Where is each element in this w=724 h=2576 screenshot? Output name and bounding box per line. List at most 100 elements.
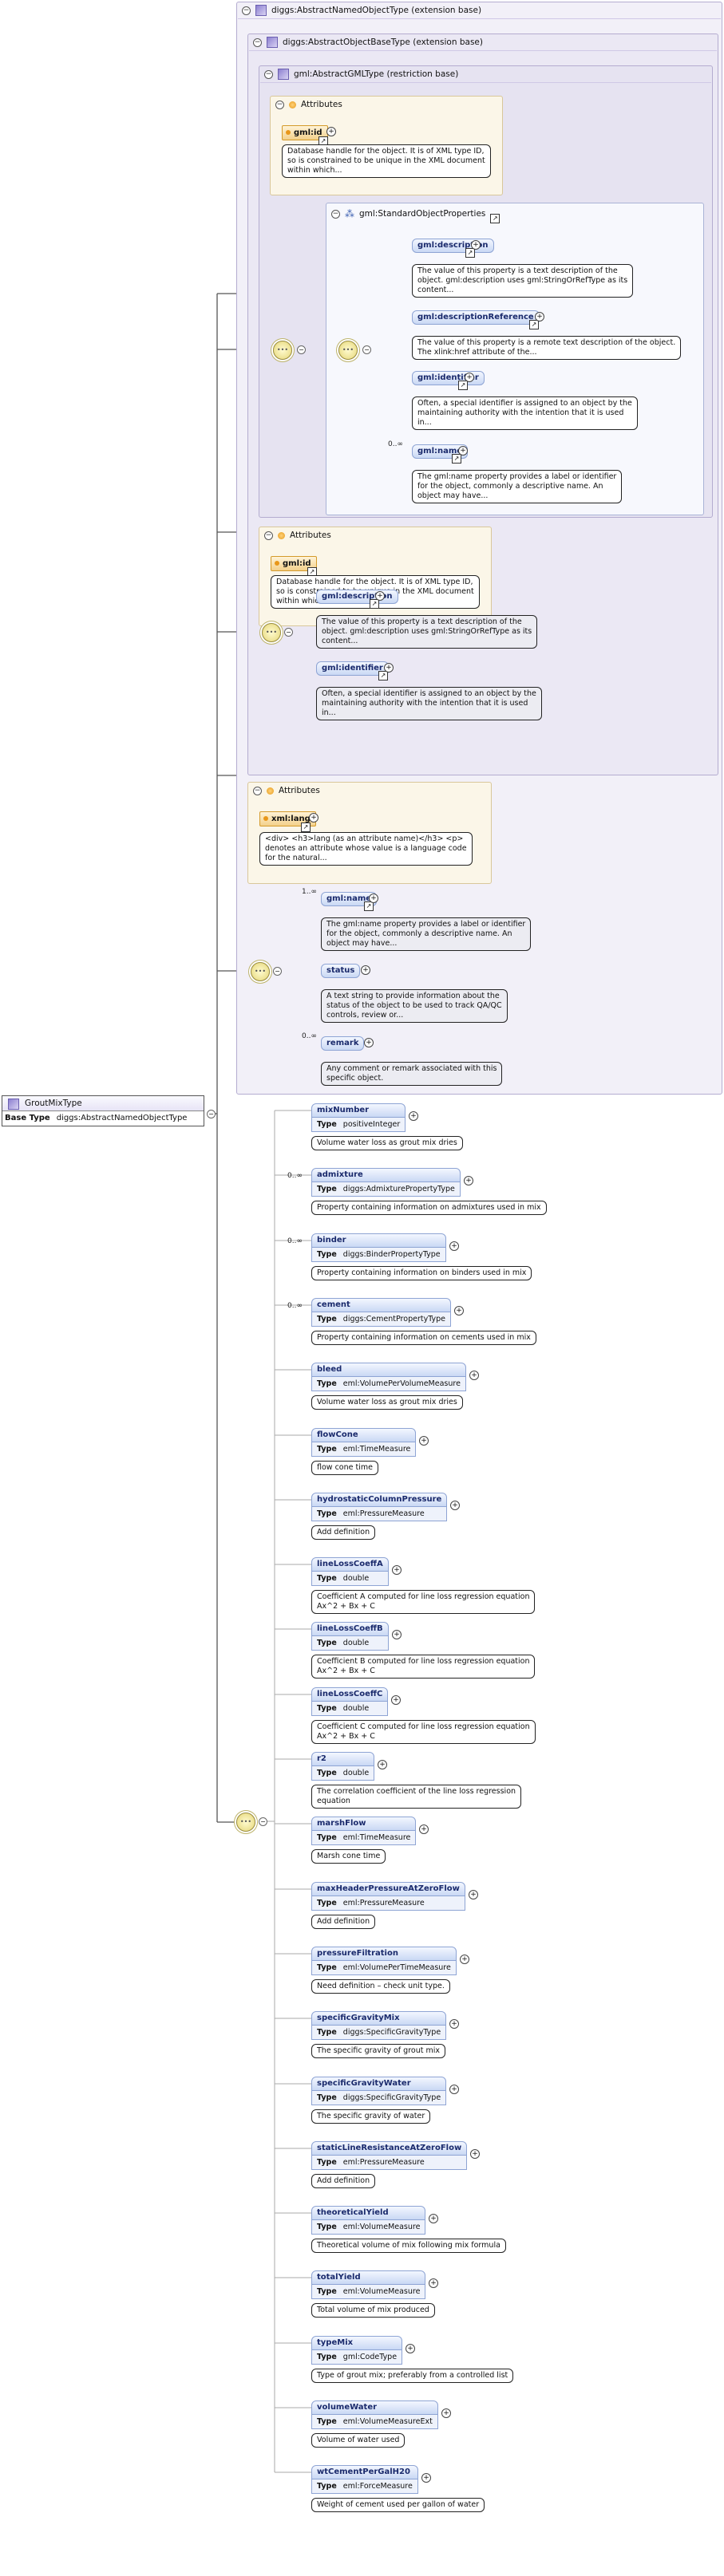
element-specificGravityMix[interactable]: specificGravityMix — [311, 2011, 446, 2026]
expand-icon[interactable]: + — [391, 1695, 401, 1705]
expand-icon[interactable]: + — [419, 1436, 429, 1446]
expand-icon[interactable]: + — [326, 127, 336, 136]
sequence-compositor[interactable]: ••• — [251, 962, 270, 981]
link-icon[interactable]: ↗ — [452, 454, 461, 464]
collapse-icon[interactable]: − — [259, 1817, 267, 1826]
collapse-icon[interactable]: − — [273, 967, 282, 976]
element-lineLossCoeffC[interactable]: lineLossCoeffC — [311, 1687, 388, 1702]
element-r2[interactable]: r2 — [311, 1752, 374, 1766]
sequence-compositor[interactable]: ••• — [262, 623, 281, 642]
link-icon[interactable]: ↗ — [529, 320, 539, 329]
element-flowCone[interactable]: flowCone — [311, 1428, 416, 1442]
link-icon[interactable]: ↗ — [301, 823, 311, 832]
expand-icon[interactable]: + — [470, 2149, 480, 2159]
link-icon[interactable]: ↗ — [307, 567, 317, 577]
element-admixture[interactable]: admixture — [311, 1168, 461, 1182]
expand-icon[interactable]: + — [458, 446, 468, 456]
collapse-icon[interactable]: − — [253, 786, 262, 795]
collapse-icon[interactable]: − — [207, 1110, 216, 1118]
collapse-icon[interactable]: − — [264, 531, 273, 540]
expand-icon[interactable]: + — [441, 2408, 451, 2418]
element-pressureFiltration[interactable]: pressureFiltration — [311, 1947, 457, 1961]
element-gml-name[interactable]: gml:name — [321, 892, 378, 906]
element-mixNumber[interactable]: mixNumber — [311, 1103, 406, 1118]
expand-icon[interactable]: + — [378, 1760, 387, 1769]
sequence-compositor[interactable]: ••• — [338, 341, 358, 360]
expand-icon[interactable]: + — [375, 591, 385, 601]
element-specificGravityWater[interactable]: specificGravityWater — [311, 2077, 446, 2091]
link-icon[interactable]: ↗ — [378, 671, 388, 680]
expand-icon[interactable]: + — [392, 1565, 402, 1575]
expand-icon[interactable]: + — [384, 663, 394, 673]
element-gml-description-reference[interactable]: gml:descriptionReference — [412, 310, 540, 325]
element-staticLineResistanceAtZeroFlow[interactable]: staticLineResistanceAtZeroFlow — [311, 2141, 467, 2156]
expand-icon[interactable]: + — [429, 2214, 438, 2223]
element-cement[interactable]: cement — [311, 1298, 451, 1312]
expand-icon[interactable]: + — [471, 240, 481, 250]
expand-icon[interactable]: + — [449, 1241, 459, 1251]
type-value: double — [342, 1574, 370, 1583]
expand-icon[interactable]: + — [535, 312, 544, 322]
element-gml-identifier[interactable]: gml:identifier — [316, 661, 389, 676]
element-gml-description[interactable]: gml:description — [412, 239, 494, 253]
expand-icon[interactable]: + — [421, 2473, 431, 2483]
element-description: The specific gravity of water — [311, 2109, 431, 2124]
expand-icon[interactable]: + — [464, 1176, 473, 1185]
element-gml-description[interactable]: gml:description — [316, 590, 398, 604]
expand-icon[interactable]: + — [364, 1038, 374, 1047]
sequence-compositor[interactable]: ••• — [273, 341, 292, 360]
element-description: Volume water loss as grout mix dries — [311, 1136, 463, 1150]
link-icon[interactable]: ↗ — [364, 901, 374, 911]
expand-icon[interactable]: + — [309, 813, 318, 823]
element-remark[interactable]: remark — [321, 1036, 365, 1051]
expand-icon[interactable]: + — [369, 894, 378, 903]
expand-icon[interactable]: + — [450, 1501, 460, 1510]
collapse-icon[interactable]: − — [253, 37, 262, 47]
collapse-icon[interactable]: − — [284, 628, 293, 637]
element-maxHeaderPressureAtZeroFlow[interactable]: maxHeaderPressureAtZeroFlow — [311, 1882, 465, 1896]
element-description: The specific gravity of grout mix — [311, 2044, 445, 2058]
expand-icon[interactable]: + — [469, 1371, 479, 1380]
collapse-icon[interactable]: − — [331, 209, 340, 219]
collapse-icon[interactable]: − — [362, 345, 371, 354]
element-wtCementPerGalH20[interactable]: wtCementPerGalH20 — [311, 2465, 418, 2479]
attributes-label: Attributes — [290, 531, 331, 540]
expand-icon[interactable]: + — [392, 1630, 402, 1639]
link-icon[interactable]: ↗ — [458, 381, 468, 390]
expand-icon[interactable]: + — [454, 1306, 464, 1316]
expand-icon[interactable]: + — [406, 2344, 415, 2353]
collapse-icon[interactable]: − — [242, 6, 251, 15]
element-lineLossCoeffA[interactable]: lineLossCoeffA — [311, 1557, 389, 1572]
element-volumeWater[interactable]: volumeWater — [311, 2400, 438, 2415]
collapse-icon[interactable]: − — [297, 345, 306, 354]
expand-icon[interactable]: + — [465, 373, 474, 382]
element-theoreticalYield[interactable]: theoreticalYield — [311, 2206, 425, 2220]
expand-icon[interactable]: + — [460, 1955, 469, 1964]
expand-icon[interactable]: + — [469, 1890, 478, 1899]
element-status[interactable]: status — [321, 964, 361, 978]
link-icon[interactable]: ↗ — [370, 599, 379, 609]
type-label: Type — [317, 1445, 337, 1454]
type-value: diggs:SpecificGravityType — [342, 2028, 441, 2037]
collapse-icon[interactable]: − — [275, 100, 284, 109]
link-icon[interactable]: ↗ — [490, 214, 500, 223]
element-bleed[interactable]: bleed — [311, 1363, 466, 1377]
expand-icon[interactable]: + — [449, 2019, 459, 2029]
element-hydrostaticColumnPressure[interactable]: hydrostaticColumnPressure — [311, 1493, 447, 1507]
expand-icon[interactable]: + — [429, 2278, 438, 2288]
element-typeMix[interactable]: typeMix — [311, 2336, 402, 2350]
element-binder[interactable]: binder — [311, 1233, 446, 1248]
expand-icon[interactable]: + — [409, 1111, 418, 1121]
attribute-gml-id[interactable]: gml:id — [271, 556, 317, 571]
collapse-icon[interactable]: − — [264, 69, 273, 79]
link-icon[interactable]: ↗ — [465, 248, 475, 258]
element-lineLossCoeffB[interactable]: lineLossCoeffB — [311, 1622, 389, 1636]
element-marshFlow[interactable]: marshFlow — [311, 1817, 416, 1831]
expand-icon[interactable]: + — [449, 2085, 459, 2094]
expand-icon[interactable]: + — [419, 1825, 429, 1834]
base-type-label: Base Type — [5, 1114, 50, 1122]
element-totalYield[interactable]: totalYield — [311, 2270, 425, 2285]
sequence-compositor[interactable]: ••• — [236, 1813, 255, 1832]
expand-icon[interactable]: + — [361, 965, 370, 975]
